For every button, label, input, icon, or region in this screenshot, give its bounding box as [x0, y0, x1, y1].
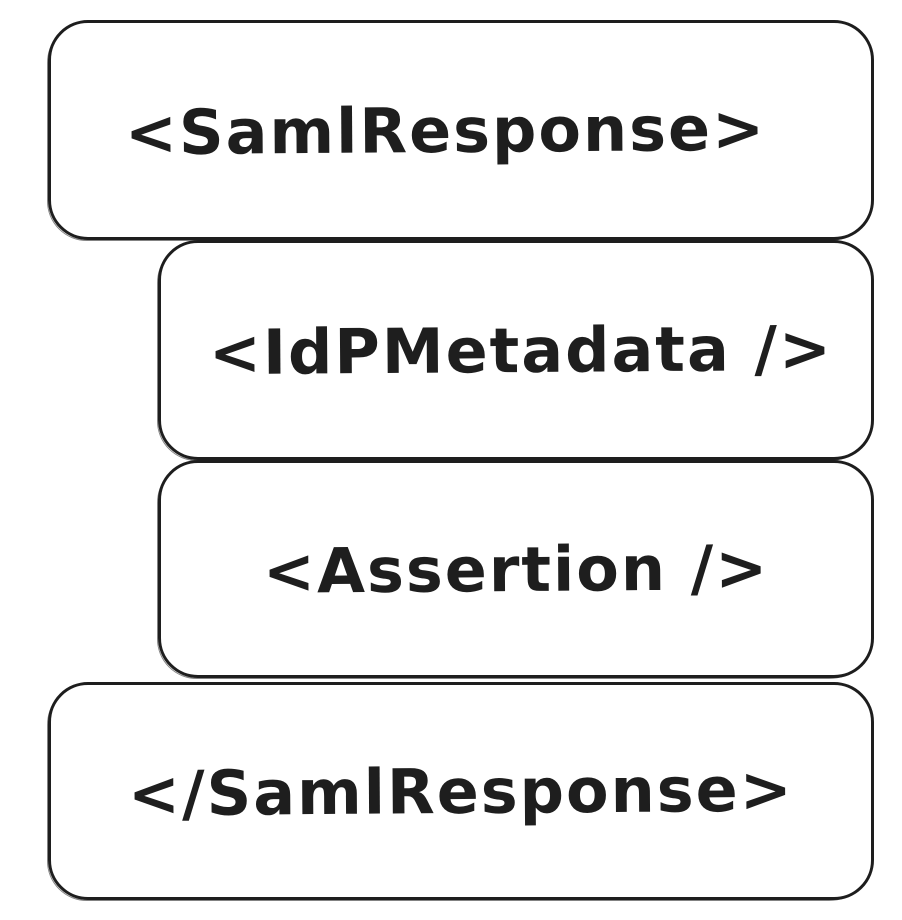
idp-metadata-label: <IdPMetadata /> [208, 311, 834, 389]
saml-response-open-label: <SamlResponse> [125, 91, 767, 169]
assertion-label: <Assertion /> [262, 530, 770, 608]
saml-response-close-block: </SamlResponse> [47, 682, 874, 901]
assertion-block: <Assertion /> [157, 460, 874, 679]
saml-response-open-block: <SamlResponse> [47, 20, 874, 241]
saml-response-close-label: </SamlResponse> [127, 752, 795, 830]
idp-metadata-block: <IdPMetadata /> [157, 240, 874, 461]
